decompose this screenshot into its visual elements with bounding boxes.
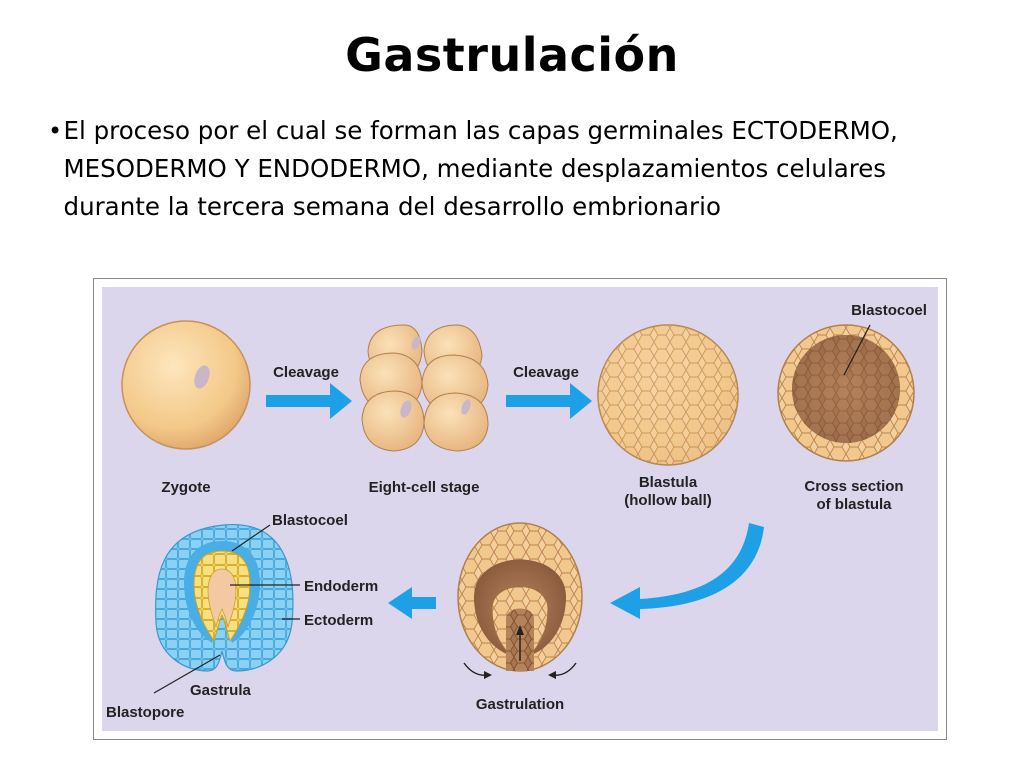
label-blastula: Blastula: [639, 474, 698, 491]
label-gastrula: Gastrula: [190, 682, 252, 699]
label-endoderm: Endoderm: [304, 578, 378, 595]
label-zygote: Zygote: [161, 479, 210, 496]
label-of-blastula: of blastula: [816, 496, 892, 513]
eight-cell-illustration: [359, 324, 489, 452]
cleavage-arrow-1: [266, 383, 352, 419]
bullet-text: El proceso por el cual se forman las cap…: [63, 116, 898, 221]
blastula-illustration: [597, 324, 739, 466]
label-cross-section: Cross section: [804, 478, 903, 495]
label-hollow-ball: (hollow ball): [624, 492, 712, 509]
label-gastrulation: Gastrulation: [476, 696, 564, 713]
label-cleavage-1: Cleavage: [273, 364, 339, 381]
gastrulation-illustration: [457, 522, 583, 679]
gastrula-illustration: [153, 524, 300, 694]
curved-arrow: [610, 523, 764, 619]
embryo-development-figure: Zygote Cleavage Eight-cell stage Cleavag…: [93, 278, 947, 740]
bullet-symbol: •: [48, 117, 63, 145]
label-blastocoel-top: Blastocoel: [851, 302, 927, 319]
cleavage-arrow-2: [506, 383, 592, 419]
zygote-illustration: [121, 320, 251, 450]
label-cleavage-2: Cleavage: [513, 364, 579, 381]
blastula-cross-section-illustration: [777, 324, 915, 462]
left-arrow: [388, 587, 436, 619]
slide-title: Gastrulación: [345, 28, 679, 82]
label-eight-cell-stage: Eight-cell stage: [369, 479, 480, 496]
embryo-diagram: Zygote Cleavage Eight-cell stage Cleavag…: [102, 287, 938, 731]
bullet-point: • El proceso por el cual se forman las c…: [48, 112, 968, 226]
label-ectoderm: Ectoderm: [304, 612, 373, 629]
label-blastopore: Blastopore: [106, 704, 184, 721]
label-blastocoel-gastrula: Blastocoel: [272, 512, 348, 529]
